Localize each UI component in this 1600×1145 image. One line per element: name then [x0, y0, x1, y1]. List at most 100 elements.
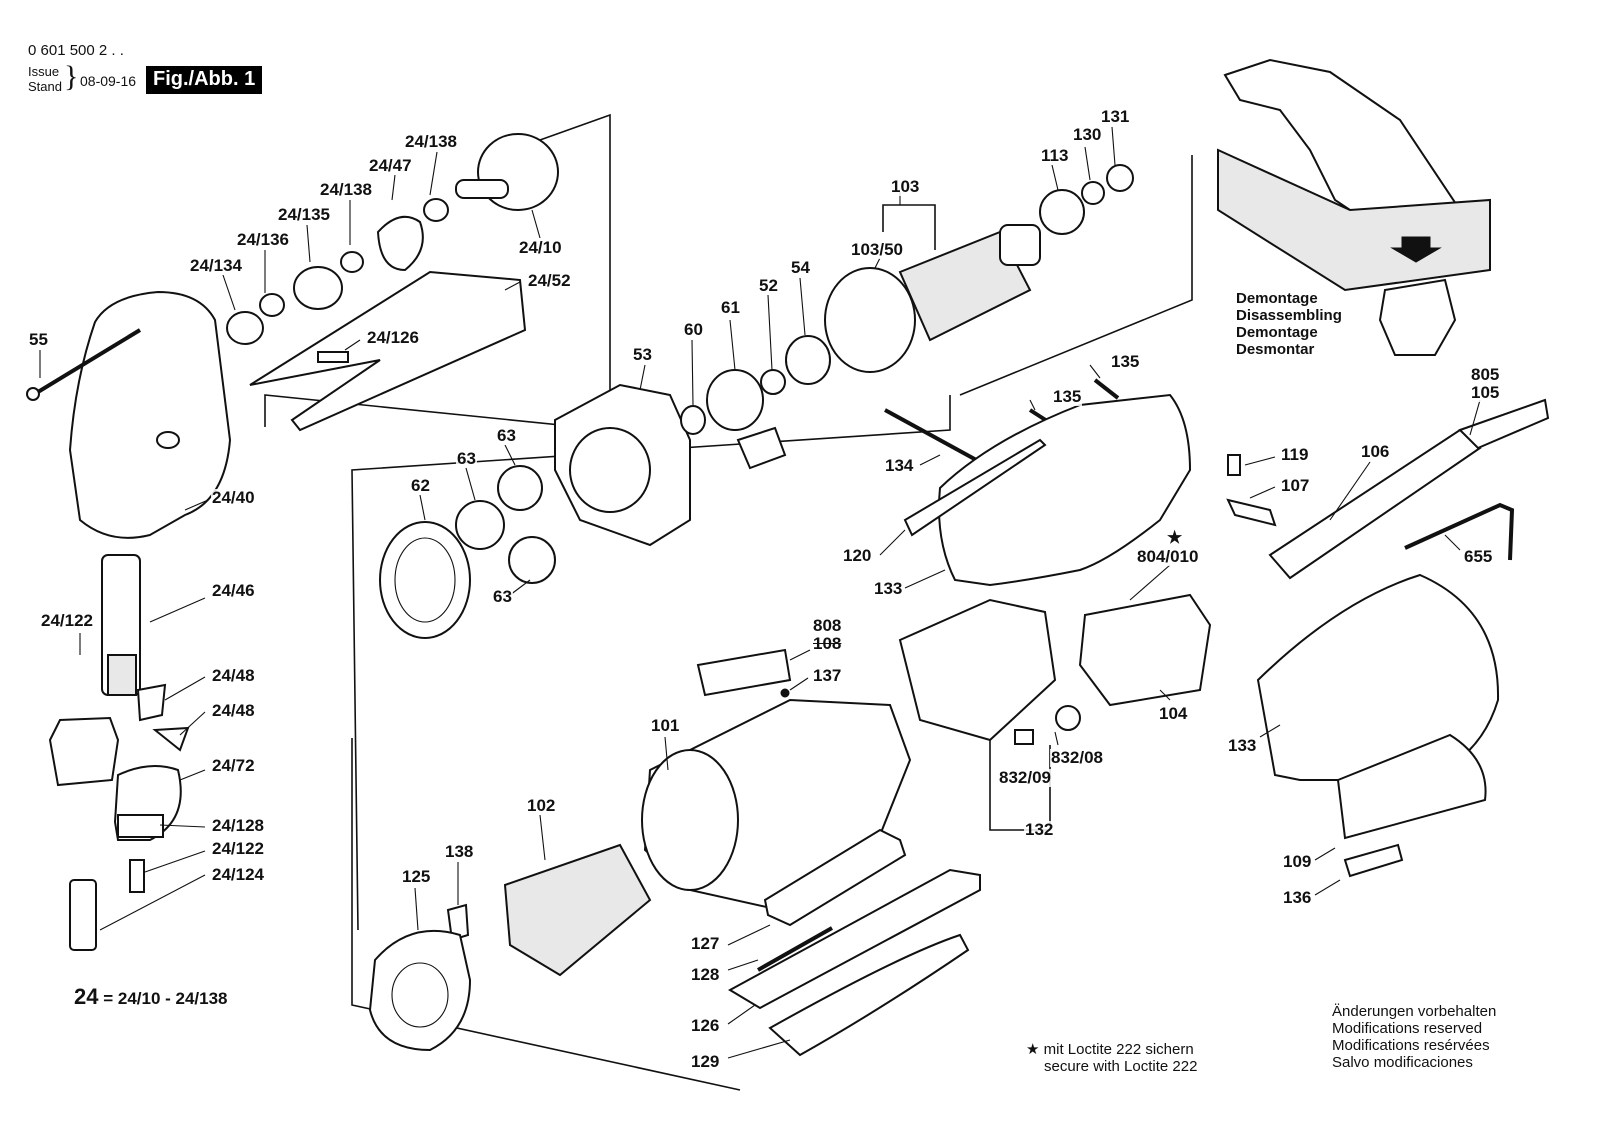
label-135-a: 135: [1110, 352, 1141, 371]
star-804-010: ★: [1166, 528, 1184, 547]
label-808: 808: [812, 616, 843, 635]
label-102: 102: [526, 796, 557, 815]
commutator: [999, 224, 1041, 266]
label-131: 131: [1100, 107, 1131, 126]
label-136: 136: [1282, 888, 1313, 907]
motor-housing-opening: [641, 749, 739, 891]
ring-gear-62: [379, 521, 471, 639]
guide-plate-24-52: [249, 270, 527, 432]
label-805: 805: [1470, 365, 1501, 384]
label-832-08: 832/08: [1050, 748, 1104, 767]
modifications-fr: Modifications resérvées: [1332, 1037, 1490, 1054]
label-24-128: 24/128: [211, 816, 265, 835]
label-103-50: 103/50: [850, 240, 904, 259]
cable-105: [1458, 398, 1550, 450]
brush-holder: [898, 598, 1057, 742]
ball-137: [780, 688, 790, 698]
document-number: 0 601 500 2 . .: [28, 42, 124, 59]
label-133-a: 133: [873, 579, 904, 598]
label-63-b: 63: [456, 449, 477, 468]
label-135-b: 135: [1052, 387, 1083, 406]
label-24-122-a: 24/122: [40, 611, 94, 630]
modifications-de: Änderungen vorbehalten: [1332, 1003, 1497, 1020]
label-130: 130: [1072, 125, 1103, 144]
label-655: 655: [1463, 547, 1494, 566]
screw-24-122: [129, 859, 145, 893]
insulator-138: [446, 903, 470, 942]
bearing-61: [706, 369, 764, 431]
disassembly-note: Demontage Disassembling Demontage Desmon…: [1236, 290, 1342, 358]
ring-131: [1106, 164, 1134, 192]
gear-63-mid: [455, 500, 505, 550]
label-109: 109: [1282, 852, 1313, 871]
housing-half-133-top: [938, 393, 1192, 587]
label-24-135: 24/135: [277, 205, 331, 224]
screw-24-126: [317, 351, 349, 363]
fan-103-50: [824, 267, 916, 373]
gear-housing-bore: [569, 427, 651, 513]
screw-134: [884, 408, 981, 464]
label-127: 127: [690, 934, 721, 953]
screw-119: [1227, 454, 1241, 476]
screw-55-head: [26, 387, 40, 401]
end-shield-125: [368, 929, 472, 1052]
label-24-138-a: 24/138: [404, 132, 458, 151]
label-136: [1343, 843, 1404, 878]
label-53: 53: [632, 345, 653, 364]
eccentric-shaft-illustration: [1378, 278, 1457, 356]
spring-128: [757, 926, 833, 972]
washer-60: [680, 405, 706, 435]
loctite-line-2: secure with Loctite 222: [1044, 1058, 1198, 1075]
label-113: 113: [1040, 146, 1070, 165]
switch-cover-129: [768, 933, 970, 1057]
washer-24-138-b: [423, 198, 449, 222]
brush-832-09: [1014, 729, 1034, 745]
figure-label: Fig./Abb. 1: [146, 66, 263, 94]
spring-832-08: [1055, 705, 1081, 731]
bearing-113: [1039, 189, 1085, 235]
label-107: 107: [1280, 476, 1311, 495]
label-24-46: 24/46: [211, 581, 256, 600]
disassembly-line-es: Desmontar: [1236, 341, 1315, 358]
label-55: 55: [28, 330, 49, 349]
label-63-c: 63: [492, 587, 513, 606]
label-105: 105: [1470, 383, 1501, 402]
loctite-line-1: mit Loctite 222 sichern: [1043, 1041, 1194, 1058]
ring-gear-inner: [394, 537, 456, 623]
label-106: 106: [1360, 442, 1391, 461]
group-frame-armature: [959, 155, 1193, 396]
slide-127: [763, 828, 907, 927]
bracket-132: [989, 740, 1051, 831]
nameplate-808: [696, 648, 792, 697]
head-housing-hole: [156, 431, 180, 449]
gear-63-top: [497, 465, 543, 511]
label-24-122-b: 24/122: [211, 839, 265, 858]
group-frame-motor: [351, 738, 741, 1091]
legend-key: 24: [74, 984, 99, 1009]
down-arrow-icon: [1390, 236, 1442, 263]
label-24-10: 24/10: [518, 238, 563, 257]
label-109: [1336, 733, 1487, 840]
screw-24-124: [69, 879, 97, 951]
disassembly-line-en: Disassembling: [1236, 307, 1342, 324]
disassembly-line-fr: Demontage: [1236, 324, 1318, 341]
hex-key-655: [1404, 502, 1515, 561]
label-62: 62: [410, 476, 431, 495]
label-24-72: 24/72: [211, 756, 256, 775]
label-101: 101: [650, 716, 681, 735]
seal-120: [903, 438, 1047, 537]
label-24-136: 24/136: [236, 230, 290, 249]
label-120: 120: [842, 546, 873, 565]
label-133-b: 133: [1227, 736, 1258, 755]
label-138: 138: [444, 842, 475, 861]
label-137: 137: [812, 666, 843, 685]
label-804-010: 804/010: [1136, 547, 1200, 566]
label-132: 132: [1024, 820, 1055, 839]
label-104: 104: [1158, 704, 1189, 723]
loctite-star: ★: [1026, 1041, 1040, 1058]
issue-date: 08-09-16: [80, 73, 137, 89]
bracket-103: [882, 204, 936, 250]
die-24-48-b: [152, 726, 190, 752]
label-61: 61: [720, 298, 741, 317]
clamp-24-128: [117, 814, 164, 838]
